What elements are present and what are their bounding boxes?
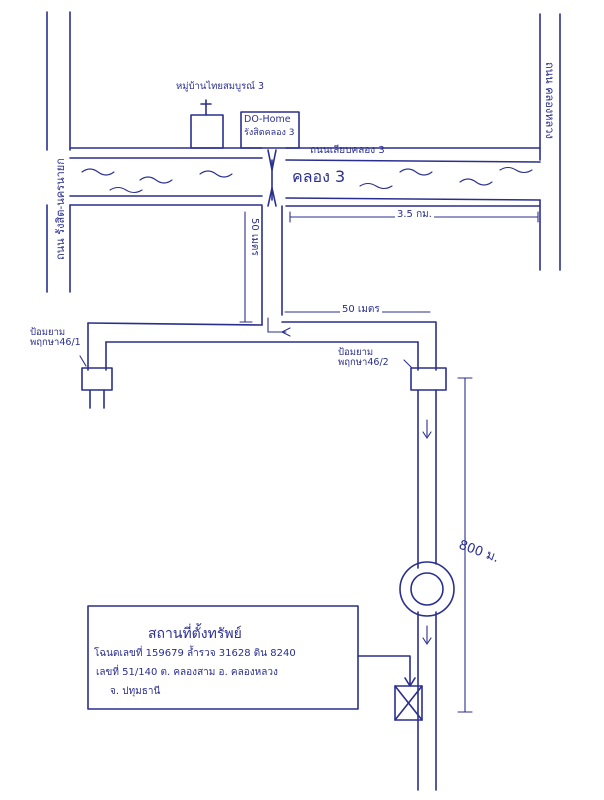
location-title: สถานที่ตั้งทรัพย์ xyxy=(148,626,242,642)
cross-road-right xyxy=(281,321,437,371)
turn-arrow xyxy=(267,317,287,333)
property-cross xyxy=(394,685,423,721)
dim-right-label: 3.5 กม. xyxy=(395,209,434,220)
cross-road-left xyxy=(87,322,419,343)
long-soi-top xyxy=(417,389,437,569)
down-arrow-1 xyxy=(422,419,432,439)
shop-box xyxy=(240,111,300,149)
dim-across-label: 50 เมตร xyxy=(340,304,382,315)
left-gate-label: ป้อมยาม พฤกษา46/1 xyxy=(30,327,81,349)
location-box xyxy=(87,605,359,710)
village-sign-post xyxy=(200,99,212,116)
canal-label: คลอง 3 xyxy=(292,167,346,186)
shop-branch: รังสิตคลอง 3 xyxy=(244,128,295,138)
water-waves xyxy=(81,166,533,194)
location-line-2: เลขที่ 51/140 ต. คลองสาม อ. คลองหลวง xyxy=(96,667,278,678)
dim-long-label: 800 ม. xyxy=(457,538,501,566)
left-road-label: ถนน รังสิต-นครนายก xyxy=(54,158,67,260)
canal-road-label: ถนนเลียบคลอง 3 xyxy=(310,145,385,156)
left-gate-pointer xyxy=(79,355,87,367)
dim-long xyxy=(457,377,473,713)
location-line-3: จ. ปทุมธานี xyxy=(110,686,161,697)
roundabout-outer xyxy=(399,561,455,617)
right-gate-label: ป้อมยาม พฤกษา46/2 xyxy=(338,347,389,369)
right-gate-box xyxy=(410,367,447,391)
left-gate-box xyxy=(81,367,113,391)
property-marker xyxy=(394,685,423,721)
long-soi-bottom xyxy=(417,611,437,791)
left-branch xyxy=(87,322,107,371)
roundabout-inner xyxy=(410,572,444,606)
left-gate-legs xyxy=(89,389,105,409)
location-line-1: โฉนดเลขที่ 159679 ล้ำรวจ 31628 ดิน 8240 xyxy=(94,648,296,659)
location-pointer xyxy=(357,655,416,687)
right-gate-pointer xyxy=(403,359,413,369)
canal-bank-top xyxy=(69,157,541,163)
dim-down xyxy=(239,211,253,323)
village-sign-label: หมู่บ้านไทยสมบูรณ์ 3 xyxy=(176,81,265,92)
turn-arrow-head xyxy=(281,327,291,337)
dim-down-label: 50 เมตร xyxy=(249,218,260,256)
right-road-label: ถนน คลองหลวง xyxy=(543,62,556,139)
canal-bank-bottom xyxy=(69,195,541,201)
village-sign-box xyxy=(190,114,224,149)
canal-road-bottom xyxy=(69,204,541,207)
shop-name: DO-Home xyxy=(244,114,291,125)
down-arrow-2 xyxy=(422,625,432,645)
